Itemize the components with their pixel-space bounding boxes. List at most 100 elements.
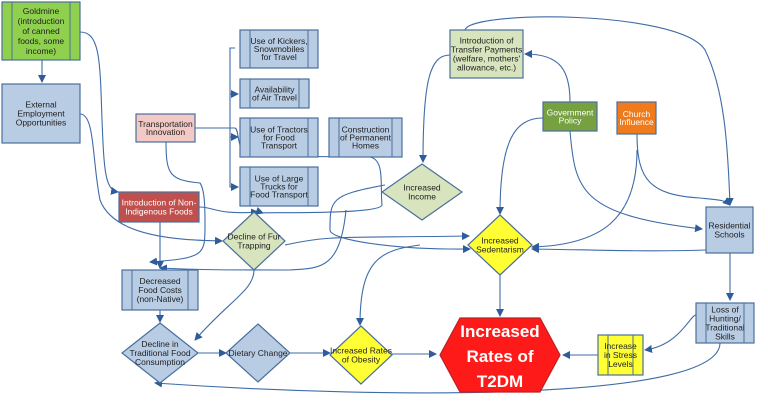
node-shape xyxy=(239,166,319,207)
node-label: in Stress xyxy=(604,350,637,360)
node-label: of Air Travel xyxy=(252,93,297,103)
node-label: for Travel xyxy=(261,52,297,62)
node-shape xyxy=(616,101,657,135)
node-label: Employment xyxy=(17,109,65,119)
node-label: (non-Native) xyxy=(137,294,184,304)
node-shape xyxy=(118,191,200,223)
node-label: Traditional Food xyxy=(129,348,190,358)
node-label: Increased Rates xyxy=(330,346,392,356)
node-label: Increase xyxy=(604,341,637,351)
arrow-edge xyxy=(159,209,347,273)
node-label: Rates of xyxy=(466,347,533,366)
node-label: Residential xyxy=(708,221,750,231)
node-label: Trucks for xyxy=(260,182,298,192)
node-label: Policy xyxy=(559,116,582,126)
node-label: Use of Tractors xyxy=(250,125,308,135)
arrow-edge xyxy=(496,117,544,215)
node-label: Government xyxy=(547,108,594,118)
node-shape xyxy=(239,29,319,69)
node-label: Food Transport xyxy=(250,190,308,200)
arrow-edge xyxy=(464,16,734,206)
node-label: T2DM xyxy=(477,372,523,391)
node-label: Traditional xyxy=(705,323,744,333)
node-label: Opportunities xyxy=(16,118,67,128)
node-label: of Obesity xyxy=(342,355,381,365)
node-label: Church xyxy=(623,109,651,119)
node-label: Income xyxy=(408,192,436,202)
node-label: Transportation xyxy=(138,119,193,129)
node-shape xyxy=(467,214,533,276)
node-label: Loss of xyxy=(711,305,739,315)
node-shape xyxy=(239,117,319,158)
node-label: allowance, etc.) xyxy=(457,63,516,73)
arrow-edge xyxy=(149,141,206,266)
node-shape xyxy=(121,322,199,384)
arrow-edge xyxy=(284,232,470,246)
arrow-edge xyxy=(644,314,697,353)
node-label: Use of Kickers, xyxy=(250,36,307,46)
node-label: Introduction of xyxy=(460,36,515,46)
node-label: Skills xyxy=(715,332,735,342)
node-label: of Permanent xyxy=(340,133,392,143)
arrow-edge xyxy=(419,54,451,163)
node-label: External xyxy=(25,100,56,110)
node-label: Decline in xyxy=(141,339,179,349)
node-shape xyxy=(542,101,598,132)
node-shape xyxy=(380,163,464,221)
node-label: Transfer Payments xyxy=(451,45,523,55)
arrow-edge xyxy=(524,50,571,103)
node-label: Introduction of Non- xyxy=(122,198,197,208)
node-label: Hunting/ xyxy=(709,314,741,324)
node-label: Increased xyxy=(403,183,441,193)
node-label: Snowmobiles xyxy=(254,44,305,54)
node-shape xyxy=(121,269,199,311)
node-label: income) xyxy=(26,46,56,56)
node-label: Decline of Fur xyxy=(228,232,281,242)
node-shape xyxy=(705,206,754,254)
node-diet[interactable]: Dietary Change xyxy=(225,323,291,383)
node-label: Increased xyxy=(481,236,519,246)
node-shape xyxy=(225,323,291,383)
node-label: of canned xyxy=(22,26,60,36)
arrow-edge xyxy=(531,149,638,251)
arrow-edge xyxy=(79,31,119,195)
node-nonindig[interactable]: Introduction of Non-Indigenous Foods xyxy=(118,191,200,223)
node-label: Decreased xyxy=(139,276,180,286)
node-label: Dietary Change xyxy=(228,348,287,358)
node-label: Food Costs xyxy=(138,285,181,295)
node-shape xyxy=(597,334,644,376)
arrow-edge xyxy=(194,269,255,341)
node-label: Use of Large xyxy=(255,174,304,184)
node-label: for Food xyxy=(263,133,295,143)
arrow-edge xyxy=(531,245,707,254)
node-label: Construction xyxy=(342,125,390,135)
node-label: Homes xyxy=(352,141,379,151)
node-label: (introduction xyxy=(18,16,65,26)
node-shape xyxy=(329,325,393,385)
node-shape xyxy=(1,1,81,61)
edges xyxy=(38,16,734,394)
